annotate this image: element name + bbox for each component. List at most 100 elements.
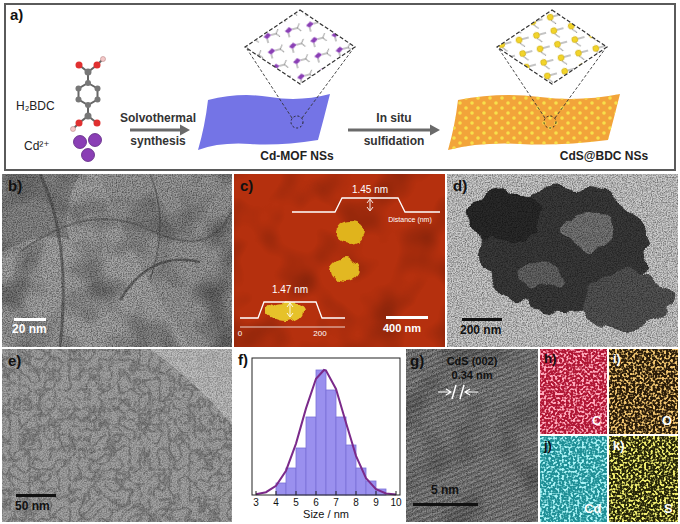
element-label: O bbox=[662, 414, 672, 428]
cd-ions bbox=[74, 134, 102, 162]
mof-sheet-part bbox=[245, 10, 355, 84]
element-label: C bbox=[592, 414, 601, 428]
cds-sheet-part bbox=[448, 94, 620, 150]
scale-label: 50 nm bbox=[15, 500, 50, 513]
panel-letter: d) bbox=[453, 178, 467, 195]
eds-maps-part bbox=[609, 436, 678, 522]
h2bdc-molecule-part bbox=[85, 69, 92, 76]
process-arrow bbox=[130, 125, 190, 136]
step-label: sulfidation bbox=[364, 135, 425, 148]
tem-image-part bbox=[2, 349, 232, 522]
tem-image-part bbox=[16, 494, 56, 497]
h2bdc-molecule-part bbox=[76, 86, 82, 92]
cds-sheet-part bbox=[497, 10, 607, 84]
process-arrow bbox=[348, 125, 440, 136]
size-histogram-part-part bbox=[286, 468, 296, 495]
mof-sheet bbox=[198, 10, 355, 150]
hrtem-image-part bbox=[452, 385, 464, 399]
step-label: Solvothermal bbox=[120, 112, 196, 125]
h2bdc-molecule-part bbox=[95, 97, 101, 103]
tem-image-part bbox=[14, 318, 46, 321]
size-histogram-part bbox=[235, 349, 404, 522]
hrtem-panel: g)CdS (002)0.34 nm5 nm bbox=[406, 349, 538, 522]
size-histogram-part bbox=[256, 491, 396, 495]
afm-image bbox=[234, 174, 445, 347]
cds-sheet-part bbox=[497, 10, 607, 84]
height-label: 1.45 nm bbox=[352, 184, 388, 195]
h2bdc-molecule-part bbox=[76, 97, 82, 103]
tem-panel: b) 20 nm bbox=[2, 174, 232, 347]
step-label: In situ bbox=[376, 112, 411, 125]
eds-maps-part bbox=[609, 349, 678, 434]
afm-panel: c)1.45 nmDistance (nm)1.47 nm0200400 nm bbox=[234, 174, 445, 347]
size-histogram-part bbox=[252, 358, 400, 495]
size-histogram-part-part bbox=[356, 468, 366, 495]
eds-map: j)Cd bbox=[540, 436, 607, 522]
arrow-shaft bbox=[130, 129, 182, 132]
size-histogram-part-part bbox=[296, 448, 306, 495]
size-histogram bbox=[235, 349, 404, 522]
afm-image-part bbox=[234, 174, 445, 347]
eds-map: k)S bbox=[609, 436, 678, 522]
afm-image-part bbox=[386, 316, 428, 319]
panel-letter: f) bbox=[238, 352, 248, 369]
hrtem-image-part bbox=[413, 503, 478, 506]
h2bdc-molecule-part bbox=[101, 57, 106, 62]
afm-image-part bbox=[234, 174, 445, 347]
tem-image-part bbox=[447, 174, 678, 347]
axis-tick: 8 bbox=[353, 497, 359, 508]
eds-map: i) O bbox=[609, 349, 678, 434]
axis-tick: 6 bbox=[313, 497, 319, 508]
panel-letter: h) bbox=[544, 352, 556, 366]
tem-image-part bbox=[2, 174, 232, 347]
hrtem-image-part bbox=[438, 389, 478, 395]
axis-tick: 5 bbox=[293, 497, 299, 508]
lattice-label: CdS (002) bbox=[447, 355, 498, 367]
size-histogram-part-part bbox=[306, 417, 316, 495]
tem-image-part bbox=[447, 174, 678, 347]
panel-letter: c) bbox=[240, 178, 253, 195]
mof-nanosheet: Cd-MOF NSs bbox=[190, 86, 348, 166]
tem-image-part bbox=[2, 174, 232, 347]
eds-maps-part bbox=[540, 349, 607, 434]
h2bdc-molecule-part bbox=[73, 59, 103, 129]
axis-tick: 4 bbox=[273, 497, 279, 508]
height-label: 1.47 nm bbox=[272, 284, 308, 295]
axis-tick: 7 bbox=[333, 497, 339, 508]
eds-maps bbox=[540, 349, 678, 522]
tem-panel: d)200 nm bbox=[447, 174, 678, 347]
histogram-panel: f)345678910Size / nm bbox=[235, 349, 404, 522]
arrow-shaft bbox=[348, 129, 432, 132]
h2bdc-molecule-part bbox=[95, 86, 101, 92]
afm-image-part bbox=[240, 327, 345, 328]
cds-sheet-part bbox=[448, 94, 620, 150]
panel-letter: i) bbox=[613, 352, 621, 366]
panel-letter: b) bbox=[8, 178, 22, 195]
axis-tick: 9 bbox=[373, 497, 379, 508]
h2bdc-molecule-part bbox=[71, 127, 76, 132]
cds-sheet bbox=[448, 10, 620, 150]
scheme-panel: a)H₂BDCCd²⁺Cd-MOF NSsCdS@BDC NSs bbox=[4, 3, 676, 171]
eds-maps-part bbox=[609, 436, 678, 522]
tem-image-part bbox=[2, 349, 232, 522]
h2bdc-molecule-part bbox=[79, 83, 98, 105]
mof-sheet-part bbox=[291, 116, 303, 128]
mof-sheet-part bbox=[245, 10, 355, 84]
h2bdc-molecule-part bbox=[76, 120, 83, 127]
tem-panel: e) 50 nm bbox=[2, 349, 232, 522]
eds-maps-part bbox=[609, 349, 678, 434]
panel-letter: e) bbox=[8, 353, 21, 370]
sheet-label: CdS@BDC NSs bbox=[560, 150, 648, 163]
mof-sheet-part bbox=[198, 94, 330, 150]
h2bdc-molecule bbox=[71, 57, 106, 132]
scale-label: 20 nm bbox=[12, 323, 47, 336]
scale-label: 400 nm bbox=[383, 322, 421, 334]
hrtem-image-part bbox=[406, 349, 538, 522]
element-label: Cd bbox=[584, 502, 601, 516]
afm-image-part bbox=[240, 302, 345, 318]
element-label: S bbox=[664, 502, 673, 516]
afm-image-part bbox=[287, 303, 293, 317]
hrtem-image-part bbox=[406, 349, 538, 522]
